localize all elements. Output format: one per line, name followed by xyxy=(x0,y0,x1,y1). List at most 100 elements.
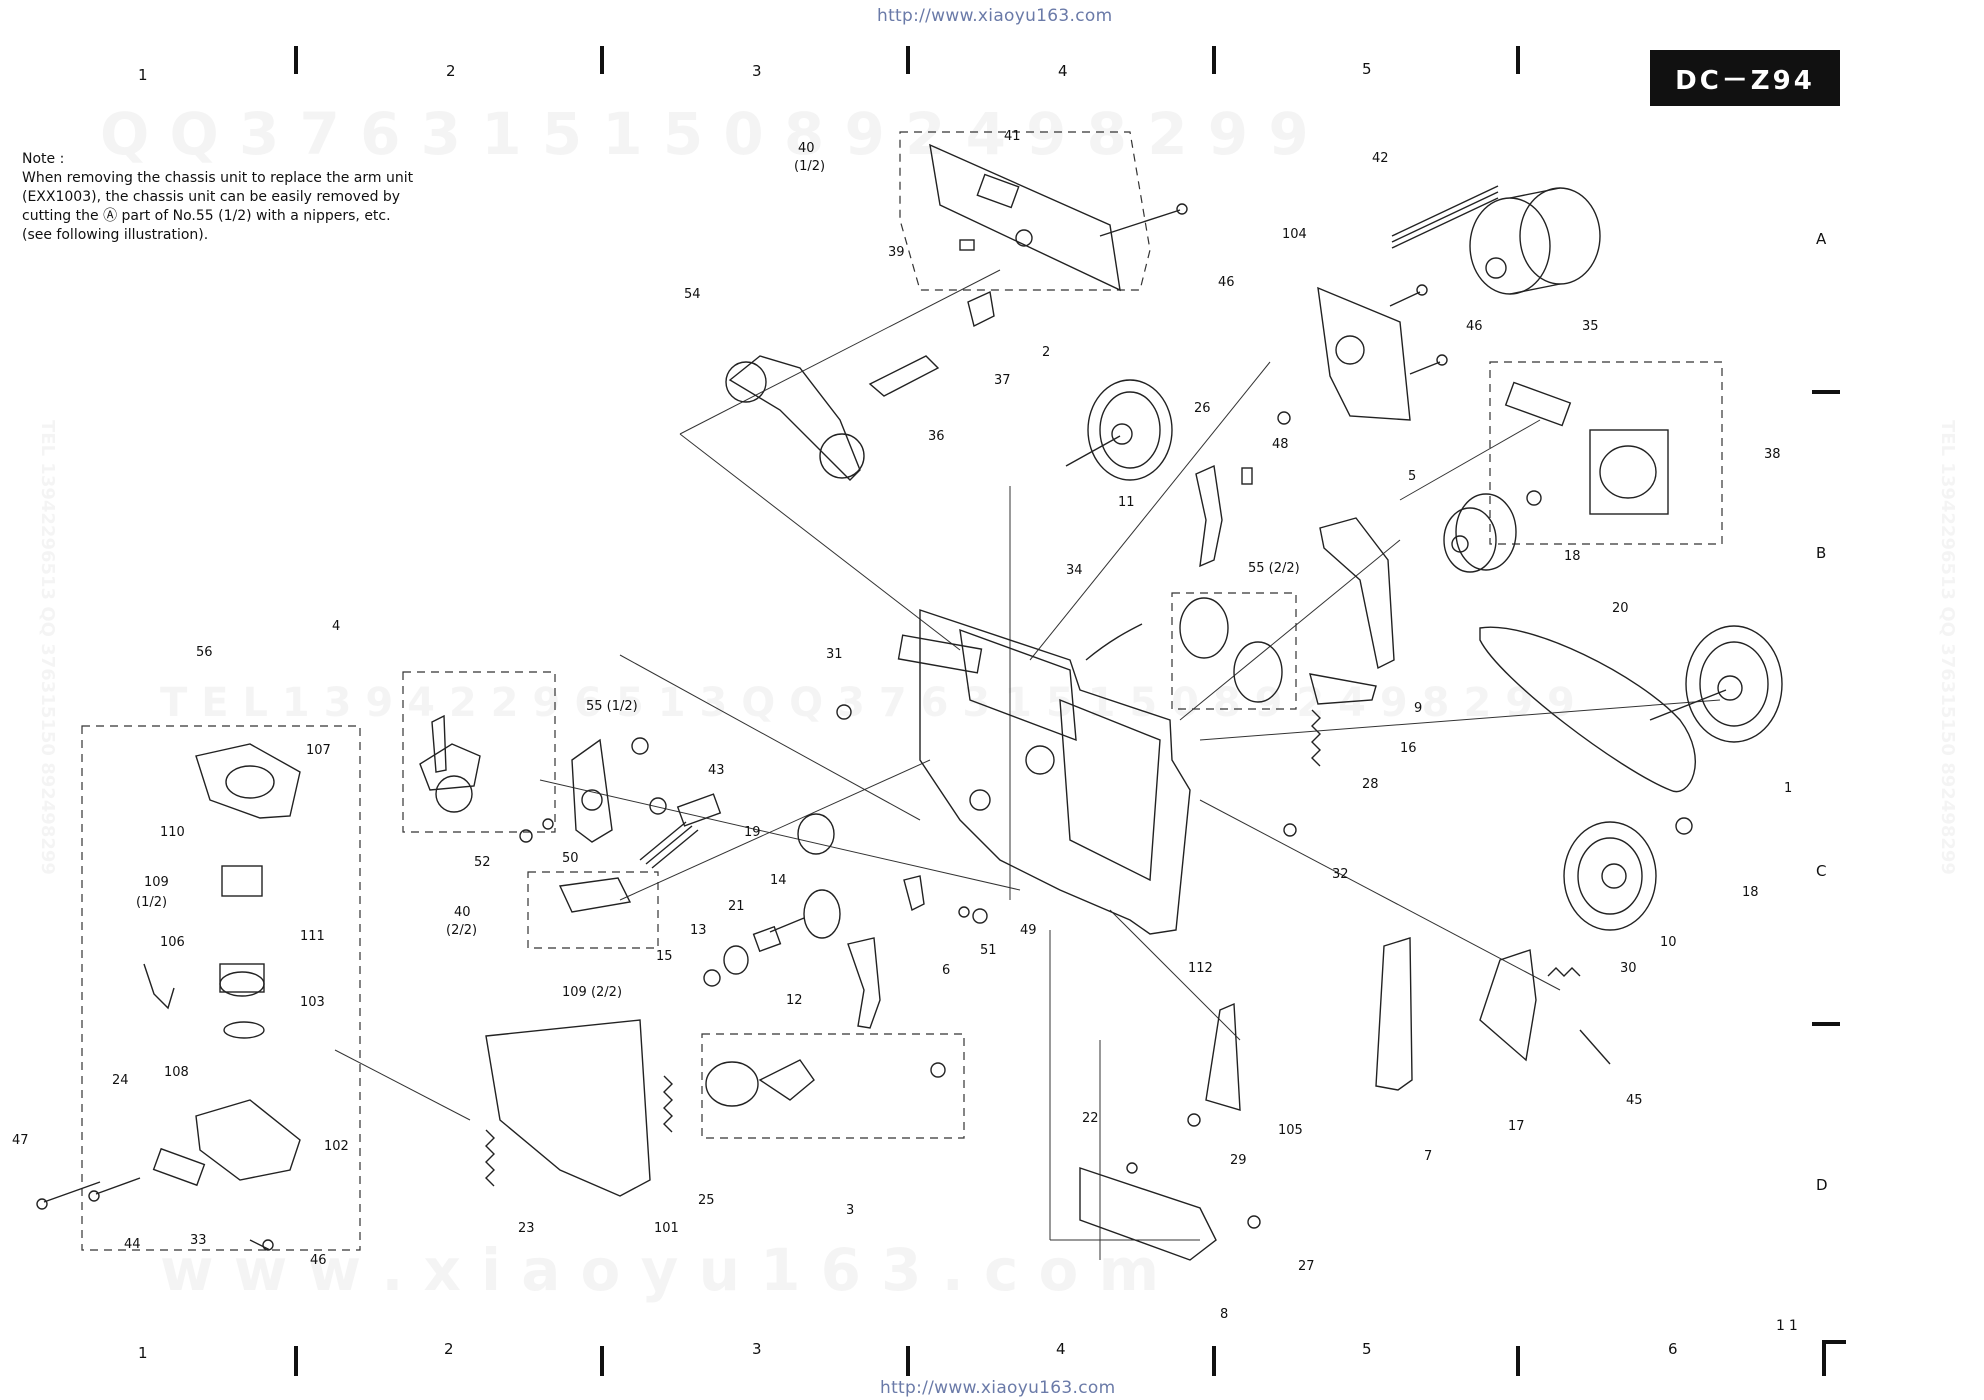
part-label: 21 xyxy=(728,899,745,914)
bracket-40 xyxy=(929,143,1121,292)
flywheel-14 xyxy=(769,889,841,939)
solenoid-38 xyxy=(1504,381,1669,515)
spring-21 xyxy=(752,925,782,953)
watermark-site: w w w . x i a o y u 1 6 3 . c o m xyxy=(160,1236,1159,1304)
part-label: 18 xyxy=(1742,885,1759,900)
row-letter-b: B xyxy=(1816,544,1827,562)
part-label: 109 xyxy=(144,875,169,890)
part-label: 3 xyxy=(846,1203,854,1218)
lever-4 xyxy=(419,714,481,813)
watermark-qq: Q Q 3 7 6 3 1 5 1 5 0 8 9 2 4 9 8 2 9 9 xyxy=(100,100,1309,168)
screw-44 xyxy=(88,1177,141,1202)
motor-bracket-104 xyxy=(1317,286,1411,421)
flex-40-22 xyxy=(558,877,632,913)
spring-34 xyxy=(1085,623,1143,661)
column-divider xyxy=(1212,46,1216,74)
part-label: 108 xyxy=(164,1065,189,1080)
part-label: 29 xyxy=(1230,1153,1247,1168)
arm-3 xyxy=(705,1059,946,1107)
column-number-5: 5 xyxy=(1362,1340,1372,1358)
part-label: 101 xyxy=(654,1221,679,1236)
lever-12 xyxy=(847,937,881,1029)
part-label: 112 xyxy=(1188,961,1213,976)
spring-27 xyxy=(1247,1215,1261,1229)
part-label: 40 xyxy=(454,905,471,920)
column-number-5: 5 xyxy=(1362,60,1372,78)
part-label: 18 xyxy=(1564,549,1581,564)
arm-11 xyxy=(1195,464,1223,568)
spring-26 xyxy=(1241,467,1253,485)
model-badge: DC－Z94 xyxy=(1650,50,1840,106)
lever-105 xyxy=(1205,1002,1241,1111)
part-label: 37 xyxy=(994,373,1011,388)
part-label: 39 xyxy=(888,245,905,260)
subassembly-box-40 xyxy=(899,131,1151,291)
lever-7 xyxy=(1375,937,1413,1091)
part-label: 11 xyxy=(1118,495,1135,510)
note-line: (EXX1003), the chassis unit can be easil… xyxy=(22,189,401,205)
note-line: cutting the Ⓐ part of No.55 (1/2) with a… xyxy=(22,208,391,224)
part-label: 45 xyxy=(1626,1093,1643,1108)
column-divider xyxy=(600,1346,604,1376)
alignment-lines xyxy=(334,269,1721,1260)
part-label: 48 xyxy=(1272,437,1289,452)
part-label: 13 xyxy=(690,923,707,938)
part-label: 46 xyxy=(310,1253,327,1268)
screw-46 xyxy=(249,203,1448,1251)
spring-29 xyxy=(1187,1113,1201,1127)
note-block: Note : When removing the chassis unit to… xyxy=(22,150,432,245)
page-number: 11 xyxy=(1776,1318,1802,1334)
lever-16 xyxy=(1309,673,1377,705)
part-label: 23 xyxy=(518,1221,535,1236)
lever-36 xyxy=(868,355,940,397)
part-label: 38 xyxy=(1764,447,1781,462)
part-label: 110 xyxy=(160,825,185,840)
part-label: (2/2) xyxy=(446,923,477,938)
part-label: 26 xyxy=(1194,401,1211,416)
pinch-arm-9 xyxy=(1319,517,1395,670)
subassembly-box-56 xyxy=(81,725,361,1251)
column-divider xyxy=(294,1346,298,1376)
part-label: 43 xyxy=(708,763,725,778)
part-label: (1/2) xyxy=(794,159,825,174)
washer-51 xyxy=(958,906,970,918)
column-number-4: 4 xyxy=(1058,62,1068,80)
column-number-2: 2 xyxy=(444,1340,454,1358)
lever-6 xyxy=(903,875,925,912)
part-label: 27 xyxy=(1298,1259,1315,1274)
belt-42 xyxy=(1391,185,1499,249)
subassembly-box-4 xyxy=(402,671,556,833)
collar-18 xyxy=(1526,490,1542,506)
part-label: 46 xyxy=(1218,275,1235,290)
note-line: (see following illustration). xyxy=(22,227,209,243)
part-label: 22 xyxy=(1082,1111,1099,1126)
part-label: 2 xyxy=(1042,345,1050,360)
part-label: 7 xyxy=(1424,1149,1432,1164)
column-divider xyxy=(1212,1346,1216,1376)
column-number-4: 4 xyxy=(1056,1340,1066,1358)
plate-101 xyxy=(485,1019,651,1197)
part-label: 15 xyxy=(656,949,673,964)
part-label: 107 xyxy=(306,743,331,758)
part-label: 51 xyxy=(980,943,997,958)
head-assembly-56 xyxy=(152,743,301,1187)
screw-45 xyxy=(1579,1029,1611,1065)
part-label: 16 xyxy=(1400,741,1417,756)
column-divider xyxy=(906,46,910,74)
column-divider xyxy=(1516,46,1520,74)
part-label: 44 xyxy=(124,1237,141,1252)
part-label: 36 xyxy=(928,429,945,444)
spring-31 xyxy=(836,704,852,720)
part-label: 20 xyxy=(1612,601,1629,616)
note-title: Note : xyxy=(22,151,65,167)
subassembly-box-38 xyxy=(1489,361,1723,545)
gear-10 xyxy=(1563,821,1657,931)
washer-48 xyxy=(1277,411,1291,425)
part-label: 49 xyxy=(1020,923,1037,938)
part-label: 40 xyxy=(798,141,815,156)
part-label: 47 xyxy=(12,1133,29,1148)
part-label: 4 xyxy=(332,619,340,634)
part-label: (1/2) xyxy=(136,895,167,910)
column-number-6: 6 xyxy=(1668,1340,1678,1358)
